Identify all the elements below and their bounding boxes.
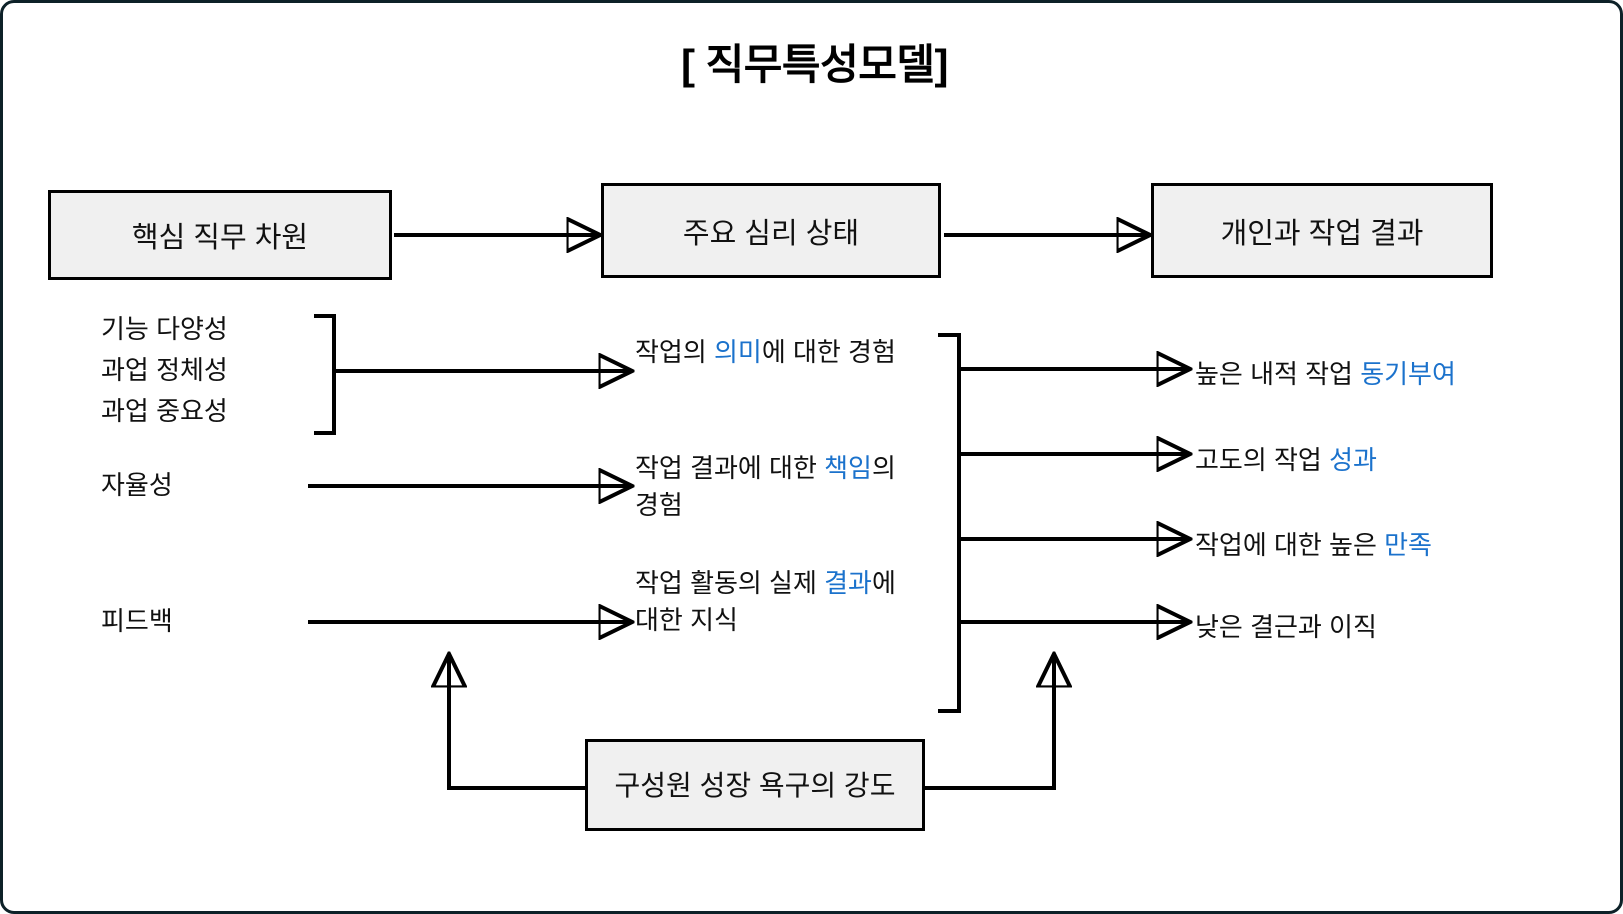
out-1-highlight: 동기부여 xyxy=(1360,359,1456,389)
out-3-pre: 작업에 대한 높은 xyxy=(1195,530,1385,560)
psychological-state-responsibility: 작업 결과에 대한 책임의 경험 xyxy=(635,450,897,524)
arrow-moderator-to-outcomes-right xyxy=(925,657,1054,790)
psy-2-pre: 작업 결과에 대한 xyxy=(635,453,825,483)
psy-3-pre: 작업 활동의 실제 xyxy=(635,568,825,598)
arrow-moderator-to-states-left xyxy=(449,657,585,790)
psy-1-highlight: 의미 xyxy=(713,337,762,367)
bracket-core-dimensions xyxy=(314,314,336,435)
core-dimension-task-identity: 과업 정체성 xyxy=(101,355,228,386)
outcome-absenteeism-turnover: 낮은 결근과 이직 xyxy=(1195,607,1377,644)
moderator-box-label: 구성원 성장 욕구의 강도 xyxy=(614,769,896,801)
header-box-psychological-states: 주요 심리 상태 xyxy=(601,183,941,278)
psychological-state-knowledge-of-results: 작업 활동의 실제 결과에 대한 지식 xyxy=(635,565,897,639)
psy-3-post: 에 대한 지식 xyxy=(635,568,896,635)
outcome-work-satisfaction: 작업에 대한 높은 만족 xyxy=(1195,525,1432,562)
psy-2-highlight: 책임 xyxy=(824,453,872,483)
out-1-pre: 높은 내적 작업 xyxy=(1195,359,1361,389)
psy-1-pre: 작업의 xyxy=(635,337,714,367)
psy-3-highlight: 결과 xyxy=(824,568,872,598)
bracket-psychological-states xyxy=(938,333,961,713)
core-dimension-skill-variety: 기능 다양성 xyxy=(101,314,228,344)
header-box-outcomes: 개인과 작업 결과 xyxy=(1151,183,1493,278)
outcome-internal-motivation: 높은 내적 작업 동기부여 xyxy=(1195,354,1456,391)
out-4-pre: 낮은 결근과 이직 xyxy=(1195,612,1377,642)
out-2-pre: 고도의 작업 xyxy=(1195,445,1330,475)
page-title: [ 직무특성모델] xyxy=(681,41,948,88)
outcome-work-performance: 고도의 작업 성과 xyxy=(1195,440,1377,477)
psy-1-post: 에 대한 경험 xyxy=(761,337,896,367)
psy-2-post: 의 경험 xyxy=(635,453,896,520)
header-box-psychological-states-label: 주요 심리 상태 xyxy=(682,217,860,250)
out-2-highlight: 성과 xyxy=(1329,445,1377,475)
header-box-outcomes-label: 개인과 작업 결과 xyxy=(1220,217,1424,250)
moderator-box-growth-need-strength: 구성원 성장 욕구의 강도 xyxy=(585,739,925,831)
core-dimension-task-significance: 과업 중요성 xyxy=(101,396,228,427)
out-3-highlight: 만족 xyxy=(1384,530,1432,560)
header-box-core-job-dimensions: 핵심 직무 차원 xyxy=(48,190,392,280)
header-box-core-job-dimensions-label: 핵심 직무 차원 xyxy=(131,222,309,254)
core-dimension-feedback: 피드백 xyxy=(101,606,173,636)
psychological-state-meaningfulness: 작업의 의미에 대한 경험 xyxy=(635,334,897,371)
core-dimension-group: 기능 다양성 과업 정체성 과업 중요성 xyxy=(101,309,228,432)
core-dimension-autonomy: 자율성 xyxy=(101,470,173,500)
